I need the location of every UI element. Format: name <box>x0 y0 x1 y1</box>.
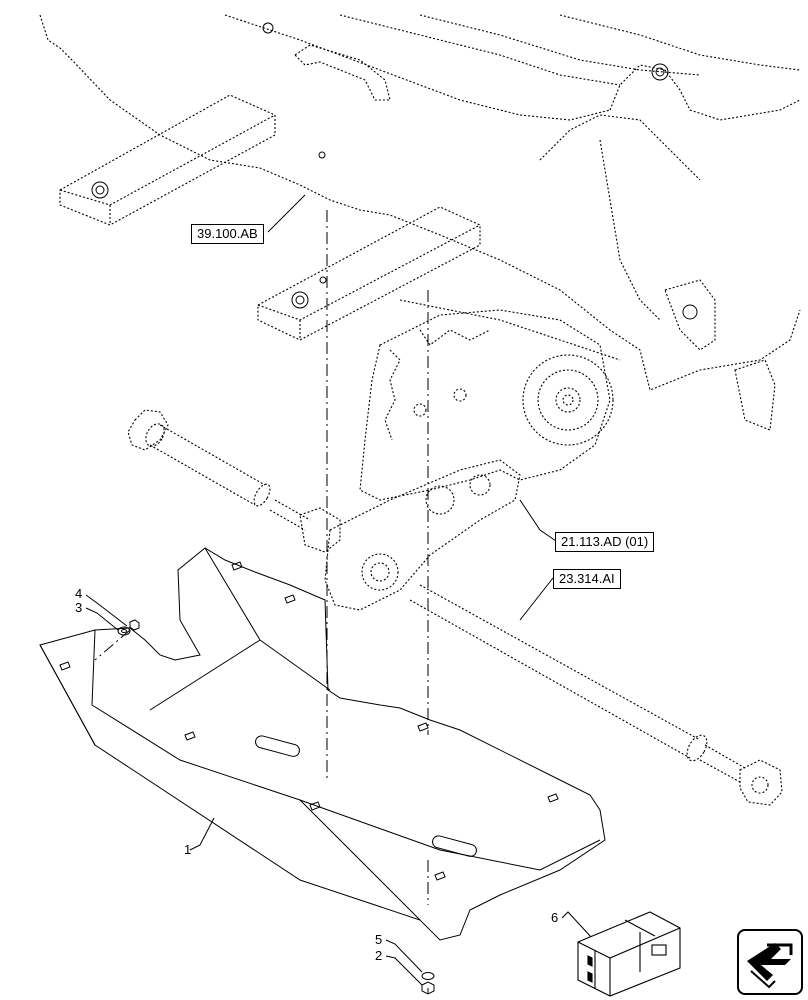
callout-nut: 4 <box>75 586 83 601</box>
guard-plate <box>39 547 606 941</box>
reference-driveshaft-label[interactable]: 23.314.AI <box>553 569 621 589</box>
callout-kit: 6 <box>551 910 559 925</box>
callout-washer-upper: 3 <box>75 600 83 615</box>
bolt-and-washer <box>421 972 435 995</box>
front-driveshaft <box>127 409 341 553</box>
rear-driveshaft <box>409 584 783 806</box>
alignment-lines <box>94 210 429 905</box>
gearbox-assembly <box>324 309 614 611</box>
return-button[interactable] <box>737 929 803 995</box>
leader-lines <box>85 194 593 986</box>
frame-holes <box>91 22 698 320</box>
nut-and-washer <box>117 619 140 636</box>
callout-bolt: 2 <box>375 948 383 963</box>
kit-box <box>577 911 681 997</box>
reference-gearbox-label[interactable]: 21.113.AD (01) <box>555 532 655 552</box>
callout-washer-lower: 5 <box>375 932 383 947</box>
return-arrow-icon <box>747 943 793 989</box>
reference-frame-label[interactable]: 39.100.AB <box>191 224 264 244</box>
callout-guard: 1 <box>184 842 192 857</box>
chassis-frame <box>39 14 801 431</box>
